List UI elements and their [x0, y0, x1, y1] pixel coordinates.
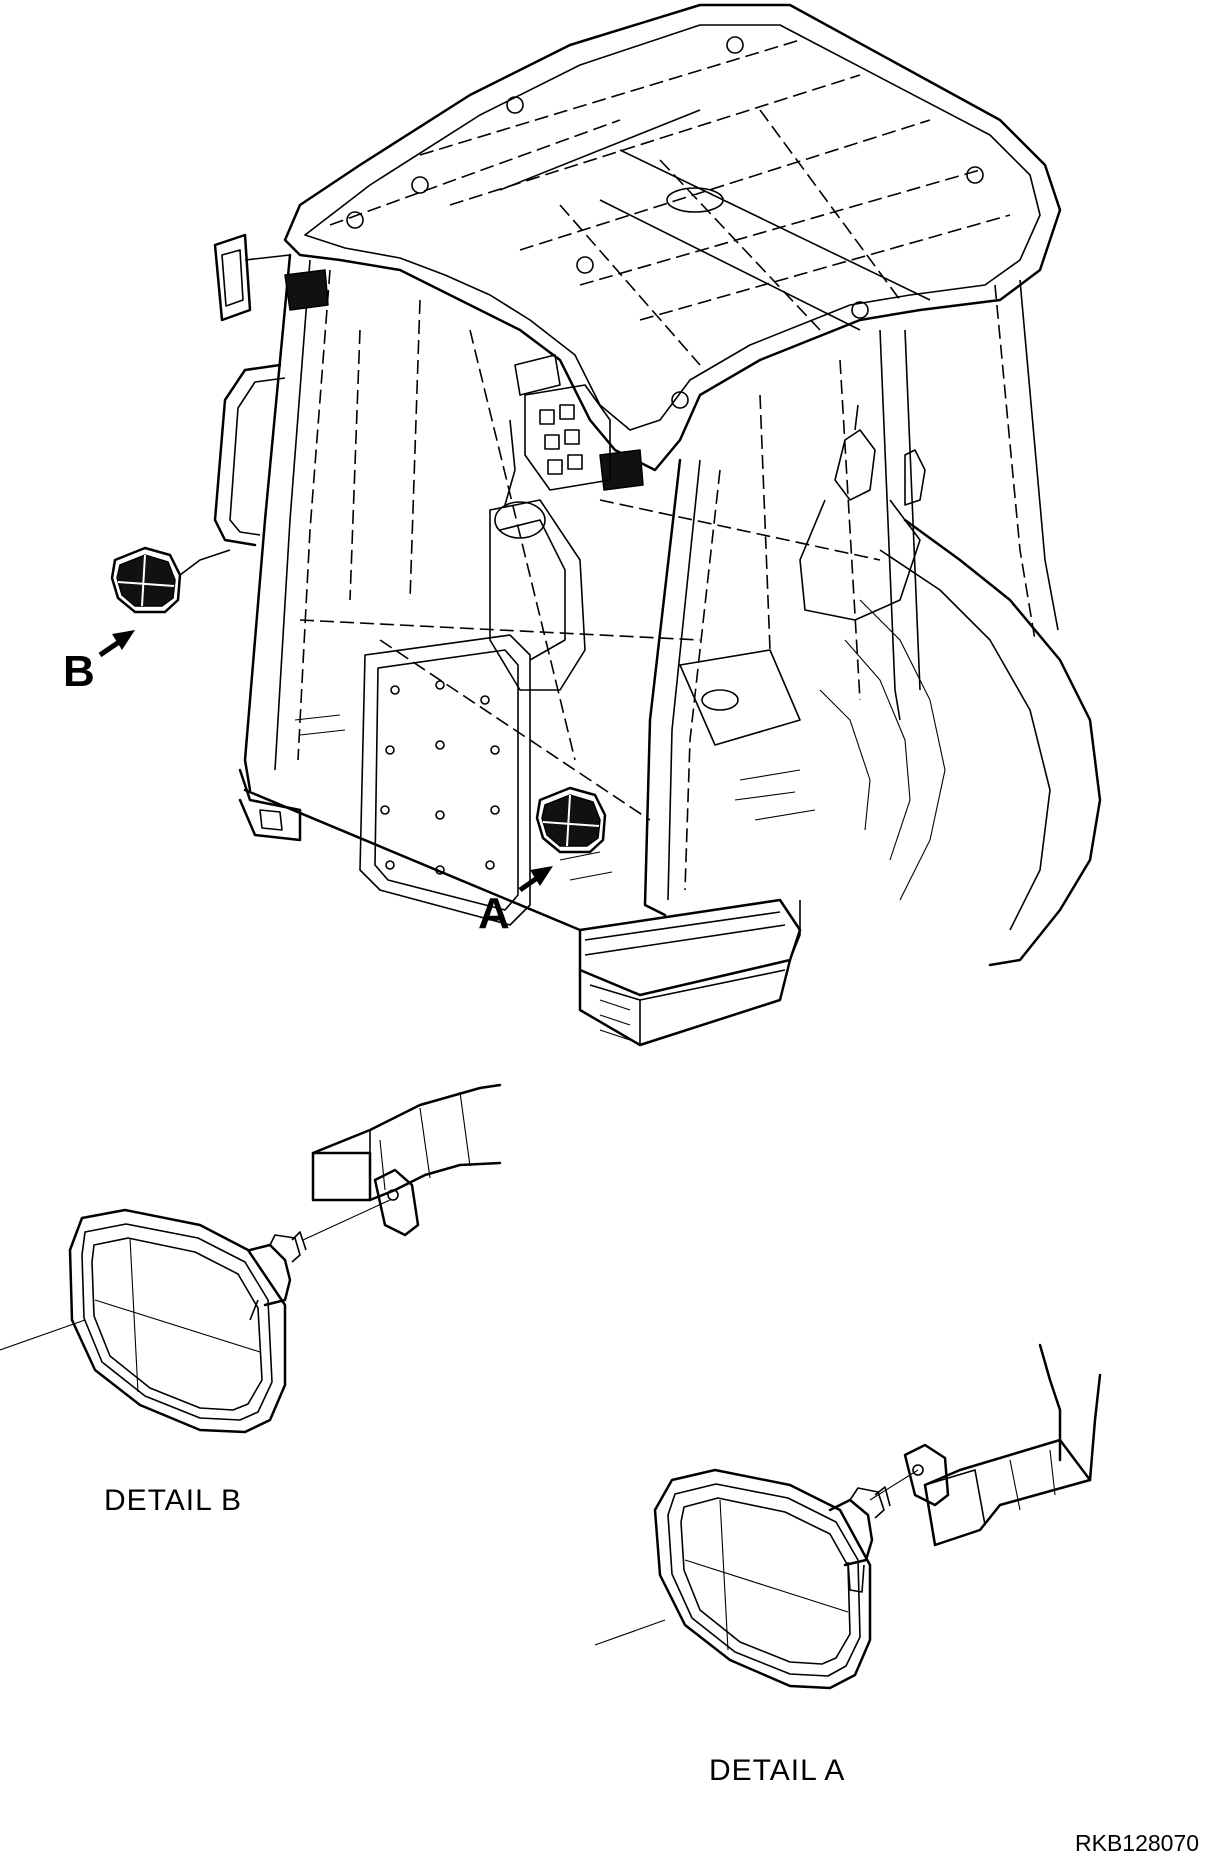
- arrow-b-icon: [98, 630, 135, 658]
- figure-id: RKB128070: [1075, 1830, 1200, 1856]
- lamp-a-on-cab: [535, 786, 607, 854]
- callout-b-label: B: [63, 647, 95, 696]
- callout-a-label: A: [478, 889, 510, 938]
- operator-cab: [213, 3, 1102, 1047]
- detail-a-drawing: [594, 1343, 1102, 1690]
- rear-panel-bolts: [380, 680, 500, 875]
- detail-b-drawing: [0, 1083, 502, 1434]
- arrow-a-icon: [518, 866, 553, 893]
- lamp-b-on-cab: [110, 546, 231, 614]
- detail-a-caption: DETAIL A: [709, 1754, 846, 1787]
- detail-b-caption: DETAIL B: [104, 1484, 243, 1517]
